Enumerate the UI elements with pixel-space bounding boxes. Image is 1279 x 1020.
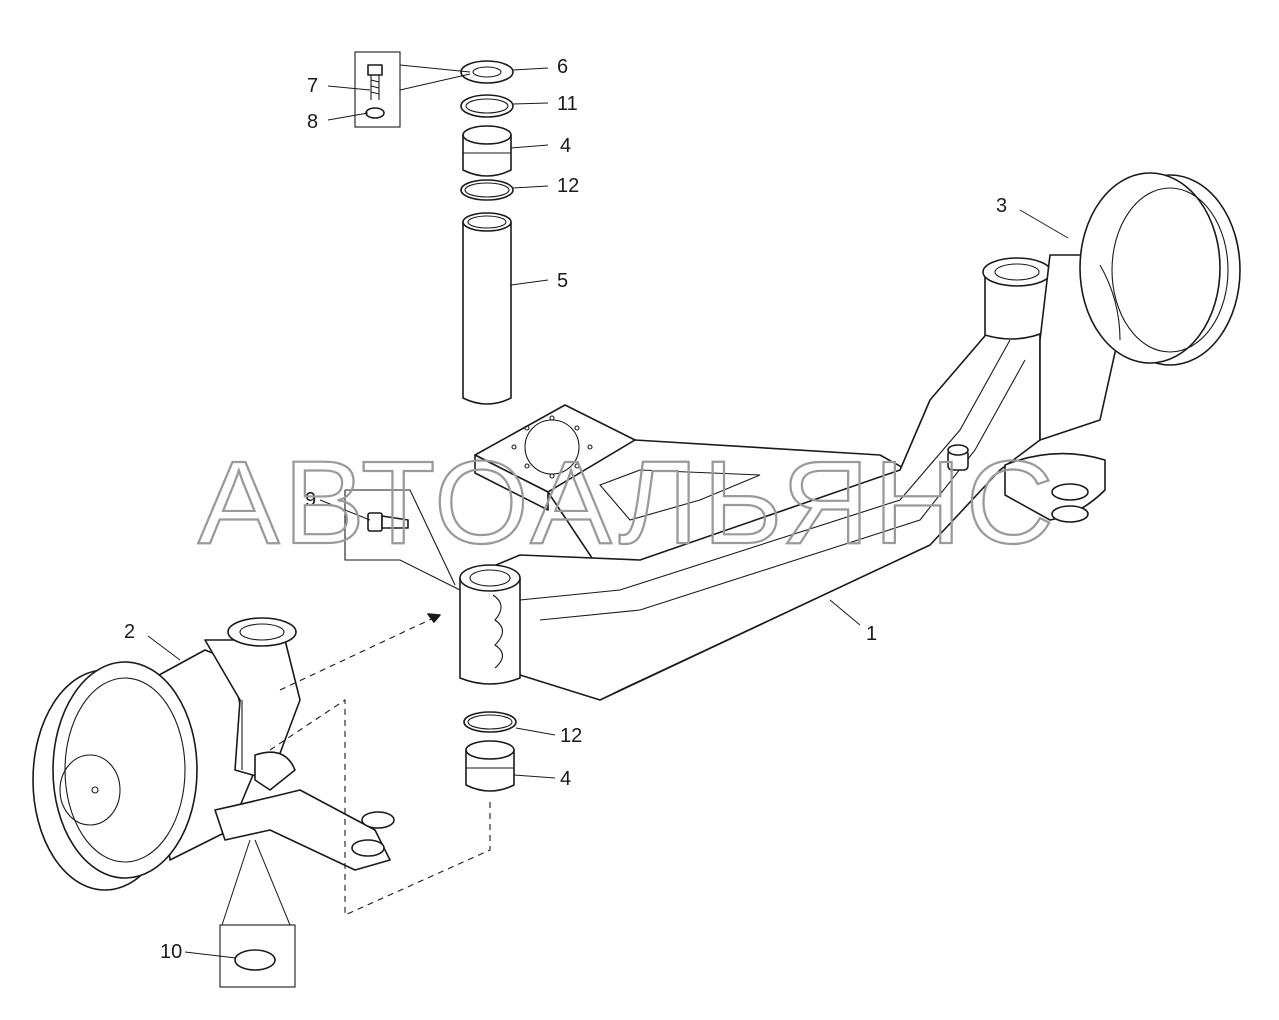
callout-2: 2 bbox=[124, 621, 135, 643]
axle-housing bbox=[459, 257, 1052, 701]
callout-12-lower: 12 bbox=[560, 725, 582, 747]
callout-7: 7 bbox=[307, 75, 318, 97]
leader-lines bbox=[147, 67, 1069, 959]
callout-8: 8 bbox=[307, 111, 318, 133]
kingpin-stack bbox=[460, 60, 514, 405]
left-hub bbox=[32, 617, 395, 891]
callout-1: 1 bbox=[866, 623, 877, 645]
callout-6: 6 bbox=[557, 56, 568, 78]
right-hub bbox=[1004, 172, 1241, 523]
callout-9: 9 bbox=[305, 489, 316, 511]
callout-4-lower: 4 bbox=[560, 768, 571, 790]
bolt-9 bbox=[344, 489, 461, 591]
callouts: 1 2 3 4 4 5 6 7 8 9 10 11 12 12 bbox=[124, 56, 1007, 963]
callout-5: 5 bbox=[557, 270, 568, 292]
watermark-text: АВТОАЛЬЯНС bbox=[198, 437, 1058, 569]
lower-bushing-stack bbox=[463, 711, 517, 792]
shim-inset bbox=[219, 839, 296, 988]
bolt-washer-inset bbox=[354, 51, 471, 128]
callout-10: 10 bbox=[160, 941, 182, 963]
callout-3: 3 bbox=[996, 195, 1007, 217]
assembly-lines bbox=[269, 613, 491, 916]
callout-4-upper: 4 bbox=[560, 135, 571, 157]
callout-12-upper: 12 bbox=[557, 175, 579, 197]
callout-11: 11 bbox=[557, 93, 578, 115]
